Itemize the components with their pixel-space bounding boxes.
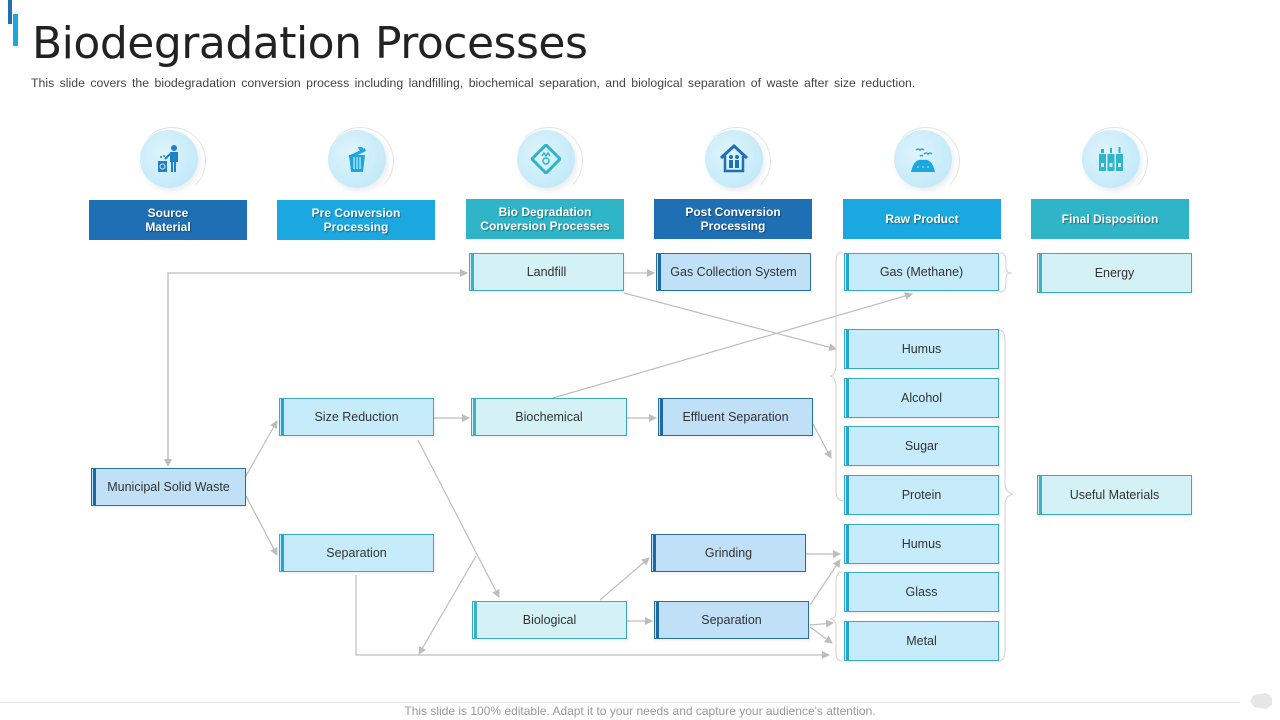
trash-bin-leaf-icon [328, 130, 386, 188]
landfill-birds-icon [894, 130, 952, 188]
connector-size-reduction-biological [417, 439, 500, 598]
connector-msw-separation [245, 495, 278, 556]
connector-msw-landfill [167, 269, 468, 466]
node-biological: Biological [472, 601, 627, 639]
stage-header-line2: Processing [323, 220, 389, 234]
stage-header-line1: Final Disposition [1061, 212, 1159, 226]
page-title: Biodegradation Processes [32, 18, 588, 69]
node-useful-materials: Useful Materials [1037, 475, 1192, 515]
page-subtitle: This slide covers the biodegradation con… [31, 76, 916, 90]
stage-header-line2: Conversion Processes [480, 219, 610, 233]
node-gas-collection-system: Gas Collection System [656, 253, 811, 291]
node-glass: Glass [844, 572, 999, 612]
node-separation-post: Separation [654, 601, 809, 639]
title-accent-bar-light [13, 14, 18, 46]
icon-ring-decoration [892, 127, 960, 195]
node-effluent-separation: Effluent Separation [658, 398, 813, 436]
bracket-right-useful [997, 329, 1014, 662]
node-protein: Protein [844, 475, 999, 515]
node-biochemical: Biochemical [471, 398, 627, 436]
node-humus-2: Humus [844, 524, 999, 564]
icon-ring-decoration [703, 127, 771, 195]
person-trash-recycle-icon [140, 130, 198, 188]
bracket-right-methane [999, 252, 1013, 293]
biohazard-sign-icon [517, 130, 575, 188]
node-separation-pre: Separation [279, 534, 434, 572]
house-family-icon [705, 130, 763, 188]
connector-effluent-products [812, 423, 832, 459]
node-metal: Metal [844, 621, 999, 661]
node-grinding: Grinding [651, 534, 806, 572]
stage-header-line2: Processing [700, 219, 766, 233]
connector-separation-metal-2 [809, 626, 833, 644]
node-landfill: Landfill [469, 253, 624, 291]
node-alcohol: Alcohol [844, 378, 999, 418]
stage-header-line1: Raw Product [885, 212, 959, 226]
node-sugar: Sugar [844, 426, 999, 466]
node-size-reduction: Size Reduction [279, 398, 434, 436]
icon-ring-decoration [326, 127, 394, 195]
node-energy: Energy [1037, 253, 1192, 293]
stage-header-final-disposition: Final Disposition [1031, 199, 1189, 239]
icon-ring-decoration [1080, 127, 1148, 195]
title-accent-bar-dark [8, 0, 12, 24]
node-gas-methane: Gas (Methane) [844, 253, 999, 291]
bracket-left-products [829, 251, 844, 502]
recycling-bins-icon [1082, 130, 1140, 188]
connector-separation-glass [809, 619, 834, 628]
connector-separation-humus [809, 559, 841, 606]
footer-divider [0, 702, 1240, 703]
icon-ring-decoration [515, 127, 583, 195]
stage-header-line2: Material [145, 220, 191, 234]
connector-msw-size-reduction [245, 420, 278, 477]
connector-biological-grinding [599, 557, 650, 601]
stage-header-line1: Pre Conversion [311, 206, 401, 220]
stage-header-line1: Post Conversion [685, 205, 781, 219]
hand-pointer-icon [1240, 693, 1272, 709]
stage-header-raw-product: Raw Product [843, 199, 1001, 239]
stage-header-line1: Source [147, 206, 189, 220]
node-humus-1: Humus [844, 329, 999, 369]
node-municipal-solid-waste: Municipal Solid Waste [91, 468, 246, 506]
connector-landfill-humus [623, 292, 837, 352]
icon-ring-decoration [138, 127, 206, 195]
stage-header-line1: Bio Degradation [498, 205, 592, 219]
footer-note: This slide is 100% editable. Adapt it to… [404, 704, 876, 718]
bracket-left-bottom [829, 571, 843, 662]
